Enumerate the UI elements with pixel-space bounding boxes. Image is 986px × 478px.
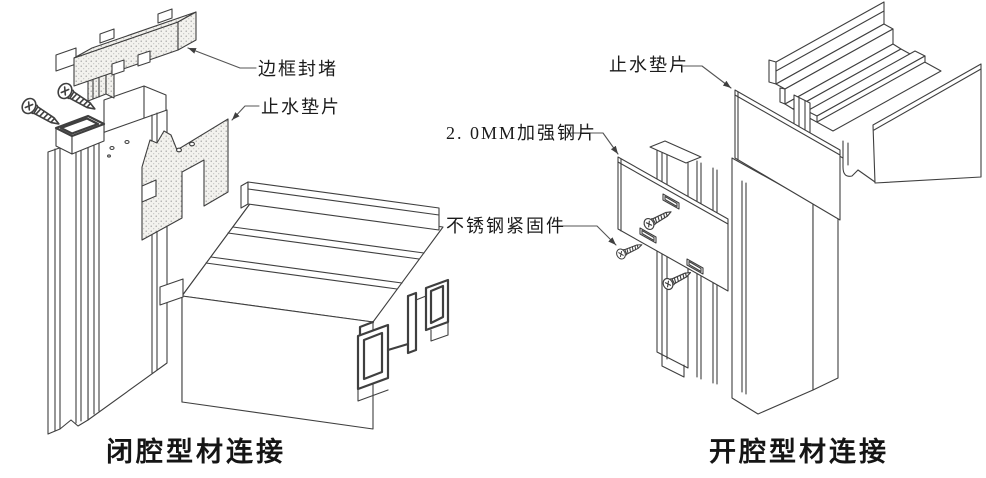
caption-closed-cavity: 闭腔型材连接: [106, 437, 286, 467]
caption-open-cavity: 开腔型材连接: [709, 437, 889, 467]
label-water-stop-gasket-right: 止水垫片: [609, 55, 689, 75]
reinforcing-steel-sheet-shape: [617, 156, 729, 292]
transom-profile: [768, 1, 982, 184]
water-stop-gasket-shape: [141, 118, 229, 241]
screw: [614, 239, 645, 261]
frame-end-seal-cap: [55, 8, 197, 102]
closed-cavity-assembly: [18, 8, 450, 435]
transom-profile: [159, 181, 450, 430]
screw: [18, 95, 64, 132]
leader-lines: [558, 65, 732, 246]
label-reinforcing-steel-sheet: 2. 0MM加强钢片: [446, 123, 598, 143]
leader-lines: [187, 47, 260, 121]
label-stainless-fastener: 不锈钢紧固件: [446, 216, 566, 236]
label-frame-end-seal: 边框封堵: [258, 59, 338, 79]
label-water-stop-gasket-left: 止水垫片: [261, 97, 341, 117]
open-cavity-assembly: [558, 1, 982, 415]
mullion-profile: [47, 85, 168, 435]
water-stop-gasket-shape: [734, 89, 841, 221]
cut-section: [356, 278, 450, 402]
